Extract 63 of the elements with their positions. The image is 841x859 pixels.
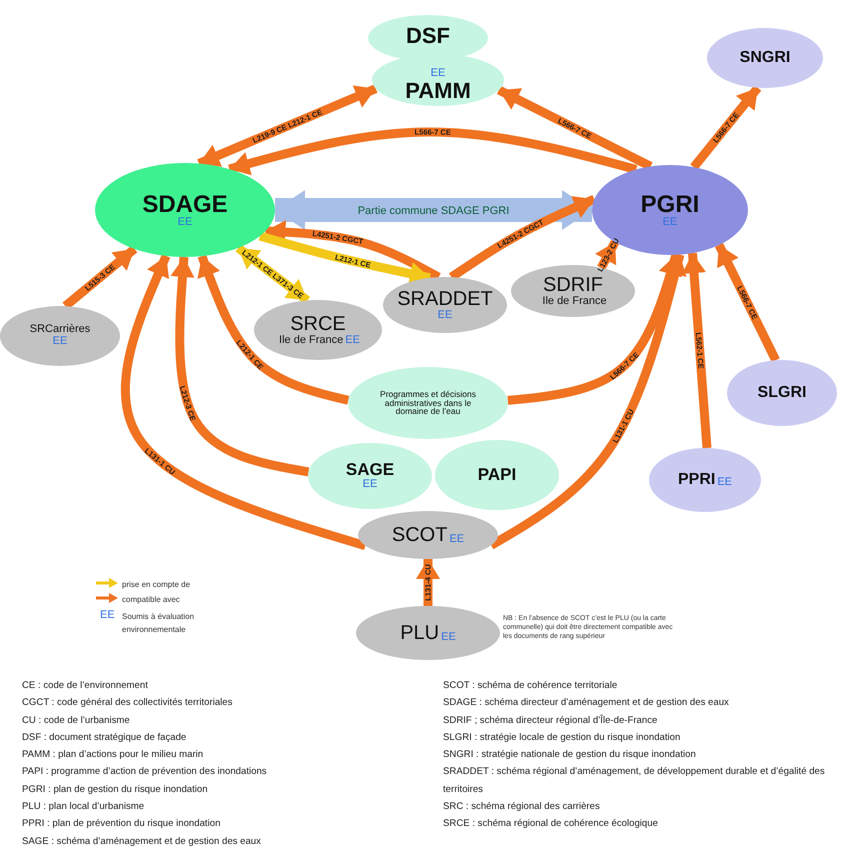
arrow	[170, 256, 310, 476]
arrow	[197, 84, 378, 168]
glossary-entry: SRC : schéma régional des carrières	[443, 800, 601, 814]
node-title: DSF	[406, 24, 450, 48]
node-subtitle: Ile de France	[542, 296, 607, 308]
arrow	[507, 254, 682, 405]
ee-mark: EE	[430, 68, 446, 80]
node-title: SRADDET	[397, 288, 493, 310]
node-title: PAPI	[478, 466, 516, 484]
edge-label: Partie commune SDAGE PGRI	[358, 204, 510, 217]
glossary-entry: SDAGE : schéma directeur d’aménagement et de gestion des eaux	[443, 696, 730, 710]
arrow	[416, 559, 440, 606]
node-subtitle: Ile de France	[279, 334, 344, 346]
glossary-entry: PLU : plan local d’urbanisme	[22, 800, 146, 814]
legend-text: compatible avec	[122, 594, 181, 606]
glossary-entry: CGCT : code général des collectivités territoriales	[22, 696, 234, 710]
glossary-entry: SRADDET : schéma régional d’aménagement, de développement durable et d’égalité des territoires	[443, 765, 826, 797]
node-title: SAGE	[346, 461, 394, 480]
ee-mark: EE	[345, 334, 360, 346]
glossary-entry: CE : code de l’environnement	[22, 679, 149, 693]
arrow	[120, 254, 367, 550]
ee-mark: EE	[438, 310, 452, 322]
node-title: SDRIF	[543, 274, 603, 296]
glossary-entry: SLGRI : stratégie locale de gestion du risque inondation	[443, 730, 682, 745]
arrow	[488, 254, 687, 550]
node-title: SCOT	[392, 524, 448, 546]
node-title: PPRI	[678, 472, 716, 488]
glossary-entry: SAGE : schéma d’aménagement et de gestion des eaux	[22, 834, 262, 849]
node-title: SRCarrières	[30, 324, 90, 336]
node-title: PGRI	[640, 192, 700, 217]
arrow	[682, 252, 712, 448]
node-title: PAMM	[405, 79, 471, 102]
node-title: SRCE	[290, 314, 346, 335]
legend-text: Soumis à évaluation environnementale	[122, 611, 196, 636]
arrow	[275, 190, 592, 230]
ee-mark: EE	[449, 534, 464, 546]
arrow	[197, 254, 350, 405]
glossary-entry: PAPI : programme d’action de prévention des inondations	[22, 765, 268, 780]
arrow	[228, 128, 638, 176]
arrow	[714, 243, 780, 362]
glossary-entry: SRCE : schéma régional de cohérence écologique	[443, 817, 659, 832]
ee-mark: EE	[178, 216, 192, 228]
ee-mark: EE	[662, 216, 678, 228]
node-title: SLGRI	[758, 384, 806, 402]
node-title: PLU	[400, 622, 440, 644]
glossary-entry: PPRI : plan de prévention du risque inondation	[22, 817, 222, 832]
ee-mark: EE	[717, 476, 732, 488]
node-title: Programmes et décisions administratives dans le domaine de l’eau	[379, 390, 477, 416]
glossary-entry: PGRI : plan de gestion du risque inondation	[22, 782, 209, 797]
ee-mark: EE	[52, 336, 68, 348]
glossary-entry: PAMM : plan d’actions pour le milieu marin	[22, 748, 204, 762]
arrow	[496, 86, 653, 170]
glossary-entry: DSF : document stratégique de façade	[22, 730, 188, 745]
glossary-entry: CU : code de l’urbanisme	[22, 714, 131, 728]
node-title: SNGRI	[740, 50, 790, 66]
node-title: SDAGE	[142, 192, 228, 217]
legend-text: prise en compte de	[122, 579, 192, 591]
glossary-entry: SDRIF ; schéma directeur régional d’Île-de-France	[443, 714, 658, 728]
ee-mark: EE	[100, 609, 115, 621]
glossary-entry: SNGRI : stratégie nationale de gestion du risque inondation	[443, 748, 697, 762]
ee-mark: EE	[441, 632, 456, 644]
glossary-entry: SCOT : schéma de cohérence territoriale	[443, 679, 618, 693]
ee-mark: EE	[362, 479, 378, 491]
